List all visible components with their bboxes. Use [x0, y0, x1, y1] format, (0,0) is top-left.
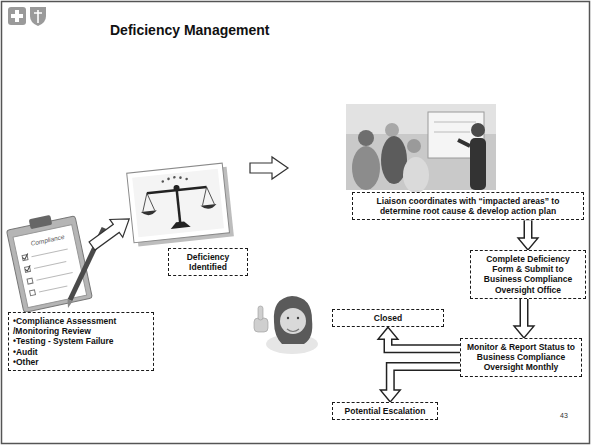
- clipboard-picture: [32, 249, 76, 292]
- meeting-photo: [352, 146, 380, 190]
- arrow-fill: [390, 367, 460, 393]
- hollow-flow-arrow: [380, 367, 460, 402]
- scale-picture: [176, 186, 180, 224]
- box-text: •Compliance Assessment /Monitoring Revie…: [13, 316, 149, 336]
- woman-photo: [274, 296, 313, 344]
- clipboard-picture: [27, 278, 33, 284]
- box-text: Deficiency Identified: [173, 252, 243, 272]
- clipboard-picture: [30, 290, 36, 296]
- box-text: Monitor & Report Status to Business Comp…: [465, 342, 577, 373]
- scale-picture: [201, 204, 217, 210]
- meeting-photo: [403, 157, 429, 193]
- box-text: Potential Escalation: [337, 406, 433, 416]
- woman-photo: [280, 308, 306, 334]
- logo-icons: [34, 10, 42, 23]
- meeting-photo: [458, 140, 470, 146]
- source-list-box: •Compliance Assessment /Monitoring Revie…: [8, 312, 154, 371]
- box-text: •Testing - System Failure: [13, 336, 149, 346]
- hollow-arrow: [86, 210, 136, 255]
- scale-picture: [173, 185, 180, 192]
- meeting-photo: [470, 138, 486, 190]
- box-text: Closed: [337, 313, 439, 323]
- clipboard-picture: [29, 215, 53, 229]
- scale-picture: [127, 163, 230, 243]
- logo-icons: [8, 7, 46, 26]
- scale-picture: [173, 176, 176, 179]
- scale-picture: [179, 176, 182, 179]
- woman-photo: [297, 317, 299, 319]
- logo-icons: [8, 7, 26, 25]
- scale-picture: [141, 210, 157, 216]
- hollow-arrow: [250, 157, 288, 179]
- box-text: •Other: [13, 357, 149, 367]
- scale-picture: [161, 180, 164, 183]
- hollow-flow-arrow: [518, 220, 538, 250]
- page-number: 43: [560, 412, 568, 419]
- status-box: Closed: [332, 309, 444, 327]
- clipboard-picture: [13, 225, 87, 308]
- scale-picture: [161, 175, 188, 183]
- hollow-flow-arrow: [514, 299, 534, 338]
- arrow-fill: [525, 220, 531, 240]
- clipboard-picture: [6, 216, 92, 313]
- arrow-fill: [388, 337, 460, 349]
- process-box: Complete Deficiency Form & Submit to Bus…: [470, 250, 586, 299]
- scale-picture: [132, 169, 224, 238]
- slide-title: Deficiency Management: [110, 22, 270, 38]
- scale-picture: [185, 178, 188, 181]
- woman-photo: [287, 329, 299, 332]
- meeting-photo: [346, 104, 496, 193]
- meeting-photo: [407, 139, 421, 153]
- box-text: Complete Deficiency Form & Submit to Bus…: [475, 254, 581, 295]
- scale-picture: [127, 163, 234, 247]
- status-box: Potential Escalation: [332, 402, 438, 420]
- process-box: Monitor & Report Status to Business Comp…: [460, 338, 582, 377]
- meeting-photo: [358, 130, 374, 146]
- clipboard-picture: [5, 210, 92, 313]
- process-box: Liaison coordinates with “impacted areas…: [352, 192, 584, 220]
- status-box: Deficiency Identified: [168, 248, 248, 276]
- hollow-arrow: [250, 157, 288, 179]
- scale-picture: [167, 177, 170, 180]
- hollow-flow-arrow: [378, 327, 460, 349]
- logo-icons: [11, 14, 23, 18]
- woman-photo: [254, 296, 318, 354]
- logo-icons: [30, 7, 46, 26]
- box-text: Liaison coordinates with “impacted areas…: [357, 196, 579, 216]
- pencil-picture: [68, 299, 73, 308]
- clipboard-picture: [22, 253, 31, 271]
- woman-photo: [258, 306, 263, 320]
- arrow-outline: [390, 367, 460, 390]
- box-text: •Audit: [13, 347, 149, 357]
- meeting-photo: [471, 123, 485, 137]
- meeting-photo: [434, 122, 476, 123]
- meeting-photo: [434, 132, 470, 133]
- hollow-arrow: [86, 210, 136, 255]
- woman-photo: [287, 317, 289, 319]
- scale-picture: [141, 186, 214, 211]
- arrow-fill: [521, 299, 527, 329]
- meeting-photo: [385, 123, 399, 137]
- scale-picture: [170, 221, 191, 229]
